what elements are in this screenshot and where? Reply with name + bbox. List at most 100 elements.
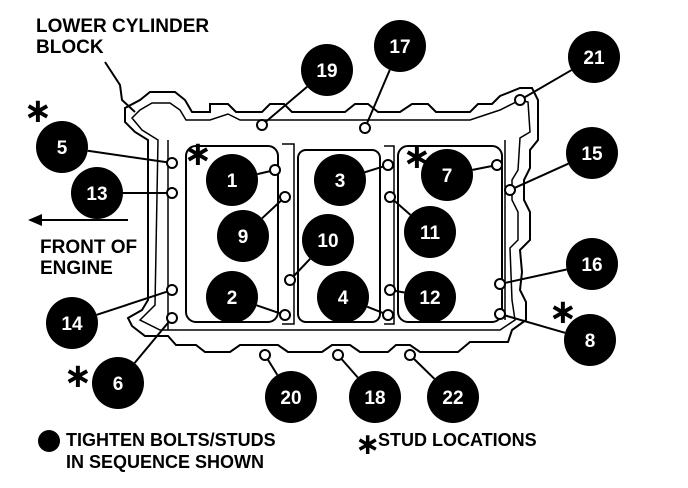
sequence-marker-5	[36, 121, 88, 173]
bolt-hole-6	[166, 312, 178, 324]
bolt-hole-8	[494, 308, 506, 320]
sequence-number-11: 11	[420, 223, 441, 244]
leader-line-4	[366, 305, 384, 315]
bolt-hole-2	[279, 309, 291, 321]
leader-line-5	[87, 149, 168, 164]
sequence-number-18: 18	[364, 388, 385, 409]
sequence-number-16: 16	[581, 255, 602, 276]
leader-line-6	[133, 321, 170, 364]
bolt-hole-7	[491, 159, 503, 171]
bolt-hole-5	[166, 157, 178, 169]
leader-line-1	[257, 170, 271, 176]
block-label-pointer	[104, 61, 136, 113]
bolt-hole-20	[259, 349, 271, 361]
sequence-number-6: 6	[113, 374, 124, 395]
sequence-marker-4	[317, 271, 369, 323]
bolt-hole-3	[382, 159, 394, 171]
sequence-marker-10	[302, 214, 354, 266]
sequence-marker-7	[421, 149, 473, 201]
leader-line-2	[256, 304, 281, 315]
sequence-marker-2	[206, 271, 258, 323]
legend-dot-icon	[38, 430, 60, 452]
bolt-hole-15	[504, 184, 516, 196]
leader-line-18	[340, 358, 359, 379]
legend-stud-locations: STUD LOCATIONS	[378, 430, 537, 450]
lower-block-label-line1: LOWER CYLINDER	[36, 16, 210, 37]
front-arrow-icon	[28, 214, 42, 226]
leader-line-7	[472, 164, 493, 171]
sequence-marker-16	[566, 238, 618, 290]
sequence-number-4: 4	[338, 288, 349, 309]
bolt-hole-1	[269, 164, 281, 176]
sequence-number-15: 15	[581, 144, 603, 165]
stud-asterisk-icon-8: ∗	[549, 293, 578, 331]
front-of-engine-label-line2: ENGINE	[40, 258, 113, 279]
bolt-hole-12	[384, 284, 396, 296]
leader-line-19	[265, 86, 308, 123]
sequence-number-14: 14	[61, 314, 83, 335]
bolt-hole-21	[514, 94, 526, 106]
sequence-number-9: 9	[238, 227, 249, 248]
stud-asterisk-icon-5: ∗	[24, 92, 53, 130]
bolt-hole-17	[359, 122, 371, 134]
leader-line-21	[523, 69, 573, 99]
stud-asterisk-icon-6: ∗	[64, 357, 93, 395]
sequence-number-13: 13	[86, 184, 107, 205]
sequence-number-22: 22	[442, 388, 463, 409]
stud-asterisk-icon-1: ∗	[184, 135, 213, 173]
leader-line-16	[504, 268, 567, 284]
bolt-hole-13	[166, 187, 178, 199]
sequence-marker-22	[427, 371, 479, 423]
sequence-marker-17	[374, 20, 426, 72]
sequence-marker-20	[265, 371, 317, 423]
bolt-hole-10	[284, 274, 296, 286]
sequence-number-8: 8	[585, 331, 596, 352]
sequence-marker-15	[566, 127, 618, 179]
leader-line-9	[261, 199, 283, 220]
leader-line-12	[394, 289, 405, 294]
sequence-marker-21	[568, 31, 620, 83]
bolt-hole-4	[382, 309, 394, 321]
leader-line-11	[393, 199, 412, 216]
sequence-number-19: 19	[316, 61, 337, 82]
sequence-marker-12	[404, 271, 456, 323]
sequence-marker-14	[46, 297, 98, 349]
sequence-number-3: 3	[335, 171, 346, 192]
sequence-marker-19	[301, 44, 353, 96]
bolt-holes	[166, 94, 526, 361]
sequence-marker-11	[404, 206, 456, 258]
leader-line-10	[292, 258, 311, 278]
legend-asterisk-icon: ∗	[355, 428, 381, 461]
stud-asterisk-icon-7: ∗	[403, 138, 432, 176]
bolt-hole-18	[332, 349, 344, 361]
sequence-number-2: 2	[227, 288, 238, 309]
leader-line-8	[504, 314, 566, 334]
bolt-hole-11	[384, 191, 396, 203]
leader-line-14	[96, 290, 168, 316]
bolt-hole-16	[494, 278, 506, 290]
sequence-number-21: 21	[583, 48, 605, 69]
sequence-marker-13	[71, 167, 123, 219]
sequence-marker-18	[349, 371, 401, 423]
sequence-number-12: 12	[419, 288, 440, 309]
leader-line-15	[514, 162, 569, 189]
bolt-hole-22	[404, 349, 416, 361]
stud-markers: ∗ ∗ ∗ ∗ ∗	[24, 92, 578, 395]
sequence-marker-3	[314, 154, 366, 206]
leader-line-20	[266, 358, 279, 376]
sequence-number-10: 10	[317, 231, 338, 252]
sequence-marker-9	[217, 210, 269, 262]
leader-lines	[87, 69, 573, 380]
sequence-number-1: 1	[227, 171, 238, 192]
front-of-engine-label-line1: FRONT OF	[40, 237, 138, 258]
bolt-hole-19	[256, 119, 268, 131]
leader-line-17	[366, 69, 391, 124]
sequence-number-7: 7	[442, 166, 453, 187]
leader-line-3	[364, 165, 384, 174]
lower-block-label-line2: BLOCK	[36, 37, 104, 58]
sequence-number-20: 20	[280, 388, 301, 409]
legend-tighten-line1: TIGHTEN BOLTS/STUDS	[66, 430, 276, 450]
sequence-marker-1	[206, 154, 258, 206]
